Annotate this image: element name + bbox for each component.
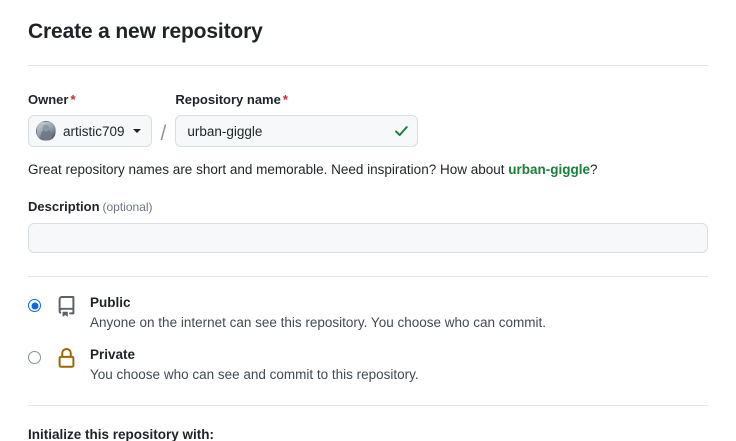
visibility-private-title: Private — [90, 347, 136, 362]
hint-suffix: ? — [590, 162, 598, 177]
repository-name-hint: Great repository names are short and mem… — [28, 161, 708, 179]
visibility-private-description: You choose who can see and commit to thi… — [90, 367, 419, 382]
page-title: Create a new repository — [28, 20, 263, 43]
initialize-divider — [28, 405, 708, 406]
repository-name-input[interactable] — [175, 115, 419, 147]
repo-book-icon — [56, 296, 78, 317]
description-input[interactable] — [28, 223, 708, 253]
description-optional-label: (optional) — [102, 200, 153, 214]
owner-repo-row: Owner* artistic709 / Repository name* — [28, 92, 708, 147]
initialize-section-title: Initialize this repository with: — [28, 427, 215, 441]
lock-icon — [56, 348, 78, 369]
radio-public[interactable] — [28, 299, 41, 312]
repository-name-label: Repository name* — [175, 92, 418, 108]
owner-field: Owner* artistic709 — [28, 92, 152, 147]
owner-required-marker: * — [70, 92, 76, 107]
description-label-text: Description — [28, 199, 100, 214]
repository-name-required-marker: * — [282, 92, 288, 107]
chevron-down-icon — [132, 129, 141, 133]
visibility-public-text: Public Anyone on the internet can see th… — [90, 294, 546, 332]
visibility-option-private[interactable]: Private You choose who can see and commi… — [28, 346, 708, 384]
visibility-divider — [28, 276, 708, 277]
repository-name-input-wrap — [175, 115, 419, 147]
description-label: Description(optional) — [28, 199, 708, 215]
repository-name-label-text: Repository name — [175, 92, 281, 107]
suggested-name-link[interactable]: urban-giggle — [508, 162, 590, 177]
owner-select-button[interactable]: artistic709 — [28, 115, 152, 147]
visibility-option-public[interactable]: Public Anyone on the internet can see th… — [28, 294, 708, 332]
title-divider — [28, 65, 708, 66]
visibility-options: Public Anyone on the internet can see th… — [28, 294, 708, 384]
owner-label-text: Owner — [28, 92, 69, 107]
owner-repo-separator: / — [160, 122, 167, 145]
radio-private[interactable] — [28, 351, 41, 364]
repository-name-field: Repository name* — [175, 92, 419, 147]
check-icon — [394, 124, 409, 139]
visibility-public-title: Public — [90, 295, 131, 310]
visibility-public-description: Anyone on the internet can see this repo… — [90, 315, 547, 330]
owner-selected-name: artistic709 — [63, 123, 125, 139]
owner-label: Owner* — [28, 92, 152, 108]
description-field: Description(optional) — [28, 199, 708, 253]
hint-prefix: Great repository names are short and mem… — [28, 162, 509, 177]
user-avatar — [36, 121, 56, 141]
visibility-private-text: Private You choose who can see and commi… — [90, 346, 419, 384]
